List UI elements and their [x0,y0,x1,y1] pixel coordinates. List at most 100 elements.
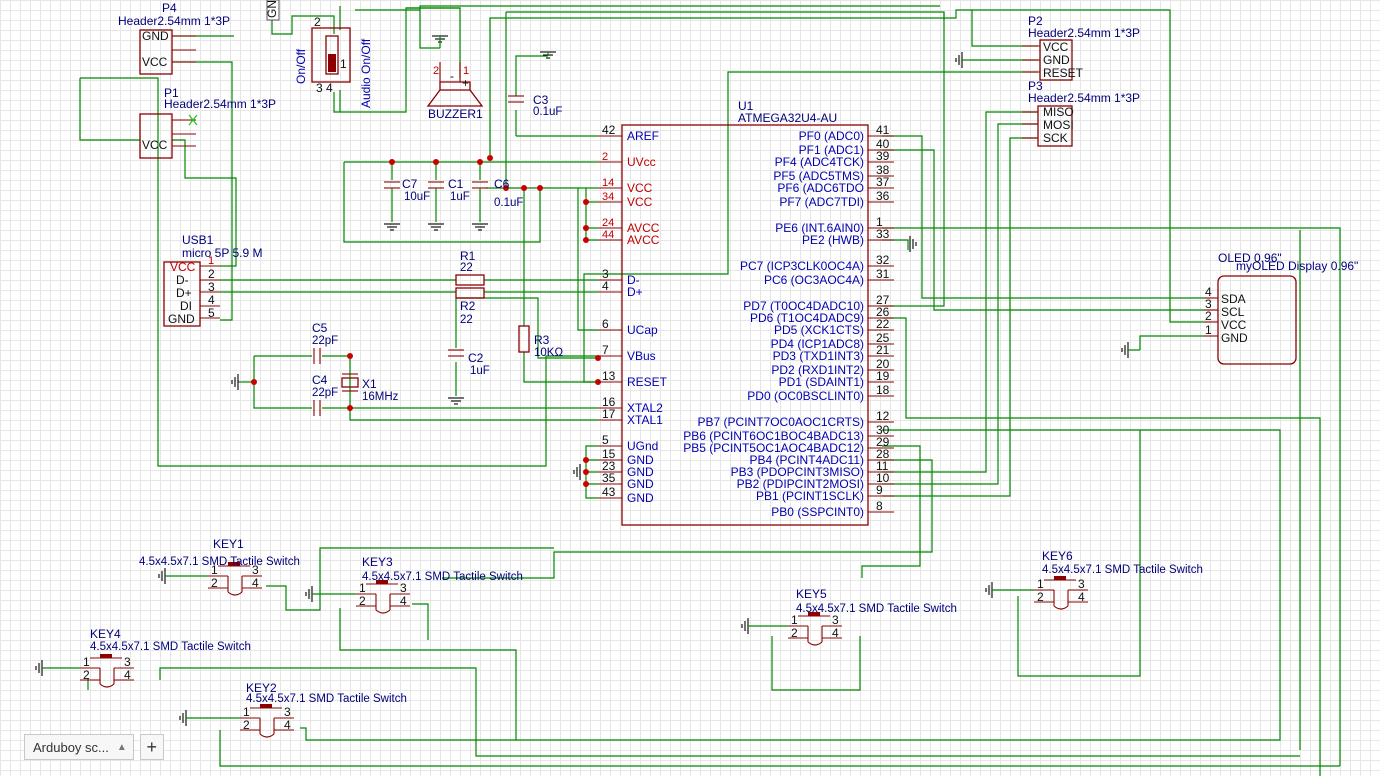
usb1-pin-di: DI [180,299,192,313]
resistor-r3[interactable]: R3 10KΩ [518,325,563,359]
header-p2[interactable]: P2 Header2.54mm 1*3P VCC GND RESET [1022,14,1140,81]
usb1-pin-gnd: GND [168,312,195,326]
u1-pin-num: 1 [876,215,883,229]
cap-c5[interactable]: C5 22pF [312,321,338,364]
sw-pin-2: 2 [314,15,321,29]
u1-pin-name: UCap [627,323,658,337]
u1-pin-name: AVCC [627,221,660,235]
u1-pin-name: XTAL1 [627,413,663,427]
u1-pin-name: PD7 (T0OC4DADC10) [743,299,864,313]
key-pin-4: 4 [252,576,259,590]
p2-ref: P2 [1028,14,1043,28]
ground-symbol [955,52,963,68]
c7-ref: C7 [402,177,418,191]
usb1-connector[interactable]: USB1 micro 5P 5.9 M VCC D- D+ DI GND 1 2… [163,233,262,327]
resistor-r2[interactable]: R2 22 [455,287,485,326]
header-p4[interactable]: P4 Header2.54mm 1*3P GND VCC [118,1,230,75]
u1-pin-num: 3 [602,267,609,281]
u1-pin-name: VCC [627,195,653,209]
ground-symbol [741,618,749,634]
u1-pin-name: D- [627,273,640,287]
ground-symbol [448,397,464,405]
u1-pin-num: 12 [876,409,890,423]
key-pin-2: 2 [1037,590,1044,604]
key-pin-2: 2 [359,594,366,608]
p4-part: Header2.54mm 1*3P [118,14,230,28]
p3-ref: P3 [1028,79,1043,93]
ground-symbol [472,223,488,231]
u1-pin-name: XTAL2 [627,401,663,415]
p2-pin-reset: RESET [1043,66,1084,80]
document-tab-bar: Arduboy sc... ▲ + [24,734,164,760]
oled-pin-num: 4 [1205,285,1212,299]
cap-c6[interactable]: C6 0.1uF [472,177,523,222]
cap-c7[interactable]: C7 10uF [384,177,430,222]
u1-pin-num: 35 [602,471,616,485]
buzzer-plus: + [462,76,469,90]
u1-pin-num: 38 [876,163,890,177]
c1-val: 1uF [450,191,470,203]
resistor-r1[interactable]: R1 22 [455,249,485,286]
cap-c1[interactable]: C1 1uF [428,177,470,222]
u1-pin-name: PB2 (PDIPCINT2MOSI) [737,477,864,491]
u1-pin-name: UGnd [627,439,658,453]
c4-ref: C4 [312,373,328,387]
header-p3[interactable]: P3 Header2.54mm 1*3P MISO MOSI SCK [1022,79,1140,147]
key-part: 4.5x4.5x7.1 SMD Tactile Switch [1042,564,1203,576]
cap-c3[interactable]: C3 0.1uF [508,93,562,118]
slide-switch[interactable]: 2 3 1 4 On/Off Audio On/Off [294,15,373,108]
u1-pin-num: 44 [602,229,614,241]
key-pin-4: 4 [124,668,131,682]
u1-pin-num: 23 [602,459,616,473]
no-connect-icon [188,114,198,126]
cap-c4[interactable]: C4 22pF [312,373,338,416]
u1-pin-name: PF6 (ADC6TDO [777,181,864,195]
u1-pin-name: PF7 (ADC7TDI) [779,195,864,209]
crystal-x1[interactable]: X1 16MHz [341,373,399,403]
header-p1[interactable]: P1 Header2.54mm 1*3P VCC [139,86,276,159]
u1-pin-num: 32 [876,253,890,267]
switch-label-audio: Audio On/Off [359,38,373,108]
key-pin-1: 1 [211,563,218,577]
buzzer1[interactable]: 2 1 - + BUZZER1 [426,62,484,121]
key-ref: KEY4 [90,627,121,641]
document-tab[interactable]: Arduboy sc... ▲ [24,734,134,760]
oled-display[interactable]: OLED 0.96" myOLED Display 0.96" 4 3 2 1 … [1204,251,1358,365]
key-part: 4.5x4.5x7.1 SMD Tactile Switch [139,556,300,568]
key-part: 4.5x4.5x7.1 SMD Tactile Switch [362,571,523,583]
ground-symbol [384,223,400,231]
u1-pin-num: 27 [876,293,890,307]
switch-label-onoff: On/Off [294,48,308,84]
u1-pin-num: 6 [602,317,609,331]
chevron-up-icon[interactable]: ▲ [116,741,127,753]
u1-pin-num: 34 [602,191,614,203]
p3-part: Header2.54mm 1*3P [1028,91,1140,105]
key-pin-3: 3 [284,705,291,719]
u1-pin-name: PD1 (SDAINT1) [779,375,864,389]
key-pin-1: 1 [243,705,250,719]
key-pin-2: 2 [243,718,250,732]
u1-pin-num: 37 [876,175,890,189]
c2-ref: C2 [468,351,484,365]
u1-pin-name: D+ [627,285,643,299]
x1-val: 16MHz [362,391,399,403]
u1-pin-num: 20 [876,357,890,371]
add-tab-button[interactable]: + [139,734,164,760]
usb1-pin-num: 5 [208,306,215,320]
u1-pin-name: PB3 (PDOPCINT3MISO) [731,465,864,479]
u1-pin-name: UVcc [627,155,656,169]
u1-pin-name: PB7 (PCINT7OC0AOC1CRTS) [698,415,864,429]
x1-ref: X1 [362,377,377,391]
u1-ref: U1 [738,99,754,113]
usb1-pin-num: 3 [208,280,215,294]
c2-val: 1uF [470,365,490,377]
cap-c2[interactable]: C2 1uF [448,349,490,377]
